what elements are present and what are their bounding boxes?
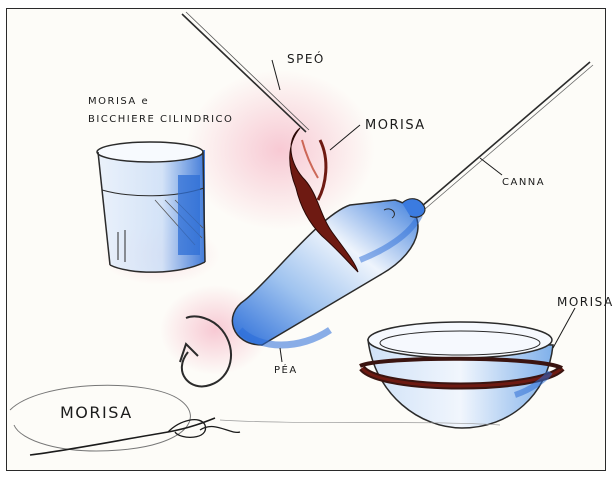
- label-morisa-glass-line2: BICCHIERE CILINDRICO: [88, 114, 233, 125]
- cylindrical-glass: [97, 142, 205, 272]
- label-morisa-bowl: MORISA: [557, 295, 614, 309]
- label-pea: PÉA: [274, 363, 298, 376]
- bowl: [360, 308, 575, 428]
- label-morisa-top: MORISA: [365, 118, 426, 133]
- label-speo: SPEÓ: [287, 51, 325, 66]
- label-canna: CANNA: [502, 177, 545, 188]
- label-morisa-bottom: MORISA: [60, 403, 133, 422]
- label-morisa-glass-line1: MORISA e: [88, 96, 149, 107]
- canna-rod: [415, 62, 593, 215]
